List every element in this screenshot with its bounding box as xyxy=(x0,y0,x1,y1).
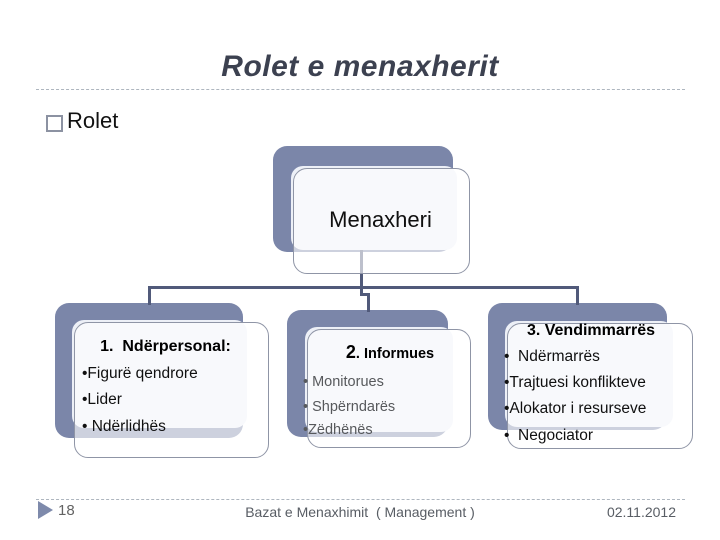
footer-course-title: Bazat e Menaxhimit ( Management ) xyxy=(245,504,475,520)
node1-box xyxy=(74,322,269,458)
bullet-item-label: Rolet xyxy=(67,108,119,133)
slide-marker-icon xyxy=(38,501,53,519)
title-divider xyxy=(36,89,685,90)
node3-box xyxy=(507,323,693,449)
node1-item: • Ndërlidhës xyxy=(82,418,166,435)
page-number: 18 xyxy=(58,502,75,519)
footer-date: 02.11.2012 xyxy=(606,504,676,520)
node3-item: •Trajtuesi konflikteve xyxy=(504,374,646,391)
node1-heading: 1. Ndërpersonal: xyxy=(100,338,231,355)
connector-drop-right xyxy=(576,286,579,305)
node2-item: •Zëdhënës xyxy=(303,422,373,438)
node3-item: • Ndërmarrës xyxy=(504,348,600,365)
connector-drop-left xyxy=(148,286,151,305)
node2-heading-text: . Informues xyxy=(355,346,435,362)
root-node-label: Menaxheri xyxy=(329,207,432,232)
root-node-box xyxy=(293,168,470,274)
connector-jog-across xyxy=(360,293,370,296)
node2-item: • Monitorues xyxy=(303,374,384,390)
node2-box xyxy=(307,329,471,448)
node1-item: •Figurë qendrore xyxy=(82,365,198,382)
connector-jog-down xyxy=(360,289,363,296)
square-bullet-icon xyxy=(46,115,63,132)
node2-heading-number: 2 xyxy=(345,342,356,362)
node1-item: •Lider xyxy=(82,391,122,408)
node3-item: • Negociator xyxy=(504,427,593,444)
footer-divider xyxy=(36,499,685,500)
node2-heading: 2. Informues xyxy=(310,342,470,362)
connector-horizontal xyxy=(148,286,579,289)
node2-item: • Shpërndarës xyxy=(303,399,396,415)
connector-drop-middle xyxy=(367,293,370,312)
slide-title: Rolet e menaxherit xyxy=(221,50,499,83)
node3-item: •Alokator i resurseve xyxy=(504,400,647,417)
node3-heading: 3. Vendimmarrës xyxy=(526,322,656,339)
